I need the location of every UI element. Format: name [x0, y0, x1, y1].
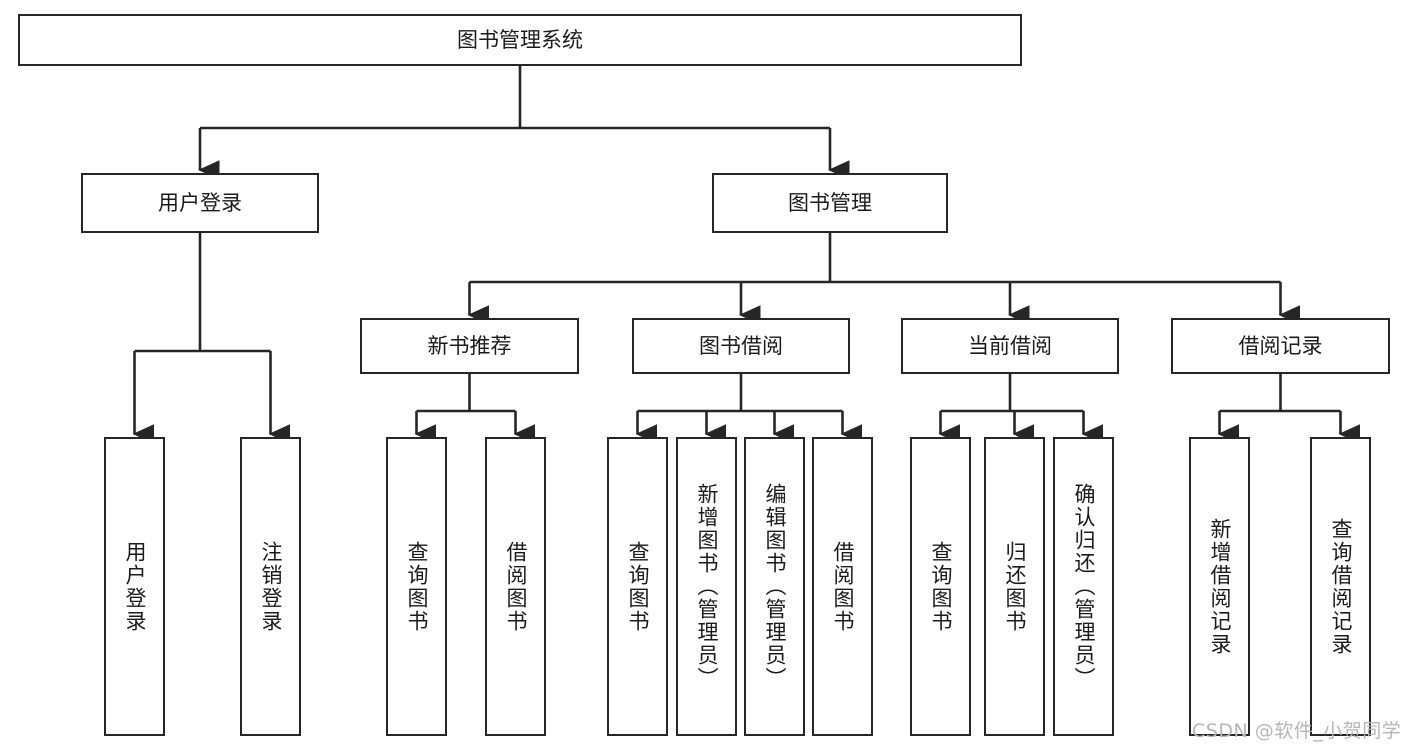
node-label: 用户登录 [158, 190, 242, 215]
node-label: 编辑图书（管理员） [763, 483, 787, 690]
node-label: 图书借阅 [699, 333, 783, 358]
node-leaf-return-book[interactable]: 归还图书 [984, 437, 1045, 736]
node-leaf-user-login[interactable]: 用户登录 [104, 437, 165, 736]
node-root[interactable]: 图书管理系统 [18, 14, 1022, 66]
node-new-book-rec[interactable]: 新书推荐 [360, 318, 579, 374]
node-leaf-add-book[interactable]: 新增图书（管理员） [676, 437, 737, 736]
node-label: 注销登录 [259, 540, 283, 633]
node-label: 确认归还（管理员） [1072, 483, 1096, 690]
node-leaf-query-book-b[interactable]: 查询图书 [607, 437, 668, 736]
node-label: 借阅图书 [831, 540, 855, 633]
node-current-borrow[interactable]: 当前借阅 [901, 318, 1119, 374]
node-label: 借阅记录 [1238, 333, 1323, 358]
node-label: 查询图书 [929, 540, 953, 633]
node-label: 新书推荐 [427, 333, 512, 358]
node-label: 查询图书 [405, 540, 429, 633]
node-leaf-edit-book[interactable]: 编辑图书（管理员） [744, 437, 805, 736]
node-label: 新增图书（管理员） [695, 483, 719, 690]
csdn-watermark: CSDN @软件_小贺同学 [1192, 720, 1402, 742]
node-label: 查询借阅记录 [1329, 517, 1353, 656]
node-label: 归还图书 [1003, 540, 1027, 633]
node-leaf-borrow-book-rec[interactable]: 借阅图书 [485, 437, 546, 736]
node-leaf-borrow-book-b[interactable]: 借阅图书 [812, 437, 873, 736]
node-leaf-logout[interactable]: 注销登录 [240, 437, 301, 736]
node-label: 新增借阅记录 [1208, 517, 1232, 656]
node-label: 图书管理系统 [457, 27, 583, 52]
node-leaf-query-book-rec[interactable]: 查询图书 [386, 437, 447, 736]
node-book-manage[interactable]: 图书管理 [712, 173, 948, 233]
node-label: 借阅图书 [504, 540, 528, 633]
node-book-borrow[interactable]: 图书借阅 [632, 318, 850, 374]
node-leaf-query-book-c[interactable]: 查询图书 [910, 437, 971, 736]
node-label: 当前借阅 [968, 333, 1052, 358]
node-label: 图书管理 [788, 190, 872, 215]
node-leaf-add-record[interactable]: 新增借阅记录 [1189, 437, 1250, 736]
node-user-login[interactable]: 用户登录 [81, 173, 319, 233]
node-label: 查询图书 [626, 540, 650, 633]
node-label: 用户登录 [123, 540, 147, 633]
node-leaf-confirm-return[interactable]: 确认归还（管理员） [1053, 437, 1114, 736]
node-borrow-record[interactable]: 借阅记录 [1171, 318, 1390, 374]
node-leaf-query-record[interactable]: 查询借阅记录 [1310, 437, 1371, 736]
